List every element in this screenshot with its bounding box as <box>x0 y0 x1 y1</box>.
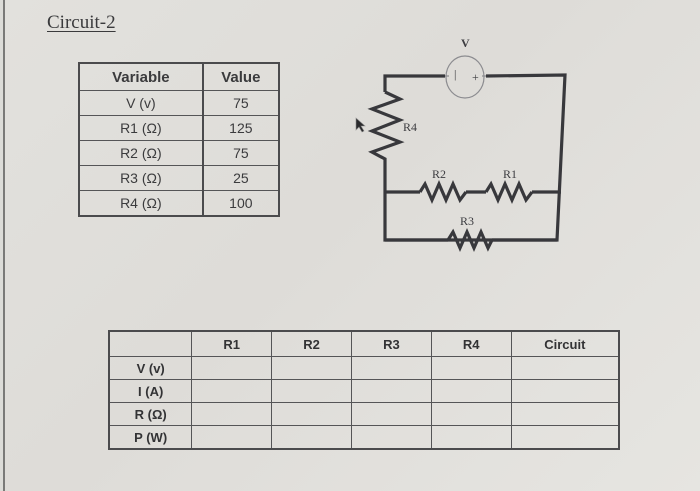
answer-cell <box>350 425 432 450</box>
circuit-wires <box>383 73 567 242</box>
table-header-row: Variable Value <box>78 62 280 91</box>
resistor-r3-label: R3 <box>460 214 474 228</box>
corner-header <box>108 330 193 357</box>
resistor-r2-icon <box>418 180 468 204</box>
page-title: Circuit-2 <box>47 12 116 33</box>
table-row: R1 (Ω) 125 <box>78 115 280 141</box>
table-row: P (W) <box>108 425 620 450</box>
table-row: R3 (Ω) 25 <box>78 165 280 191</box>
answer-cell <box>350 379 432 403</box>
column-header-r1: R1 <box>191 330 273 357</box>
row-label-current: I (A) <box>108 379 193 403</box>
answer-cell <box>430 379 512 403</box>
answer-cell <box>271 425 352 450</box>
answer-cell <box>350 402 432 426</box>
variable-cell: V (v) <box>78 90 204 116</box>
resistor-r4-icon <box>367 90 405 163</box>
resistor-r4-label: R4 <box>403 120 417 134</box>
source-plus-sign: + <box>472 70 479 84</box>
voltage-source-icon <box>445 55 486 99</box>
answer-cell <box>350 356 432 380</box>
answer-cell <box>510 402 620 426</box>
table-row: R2 (Ω) 75 <box>78 140 280 166</box>
answer-cell <box>271 356 352 380</box>
answer-cell <box>271 379 352 403</box>
answer-cell <box>430 402 512 426</box>
resistor-r3-icon <box>446 228 494 252</box>
answer-cell <box>191 402 273 426</box>
column-header-circuit: Circuit <box>510 330 620 357</box>
table-row: R4 (Ω) 100 <box>78 190 280 217</box>
answer-cell <box>430 356 512 380</box>
resistor-r1-label: R1 <box>503 167 517 181</box>
source-minus-sign: | <box>454 67 456 81</box>
table-row: R (Ω) <box>108 402 620 426</box>
column-header-value: Value <box>202 62 280 91</box>
variable-cell: R1 (Ω) <box>78 115 204 141</box>
column-header-r3: R3 <box>350 330 432 357</box>
column-header-variable: Variable <box>78 62 204 91</box>
table-row: V (v) 75 <box>78 90 280 116</box>
answer-cell <box>191 379 273 403</box>
row-label-resistance: R (Ω) <box>108 402 193 426</box>
table-row: V (v) <box>108 356 620 380</box>
resistor-r1-icon <box>484 180 534 204</box>
variable-cell: R3 (Ω) <box>78 165 204 191</box>
answer-cell <box>271 402 352 426</box>
column-header-r4: R4 <box>430 330 512 357</box>
row-label-power: P (W) <box>108 425 193 450</box>
answer-cell <box>191 425 273 450</box>
results-table: R1 R2 R3 R4 Circuit V (v) I (A) R (Ω) P … <box>108 330 620 450</box>
answer-cell <box>510 425 620 450</box>
answer-cell <box>191 356 273 380</box>
given-values-table: Variable Value V (v) 75 R1 (Ω) 125 R2 (Ω… <box>78 62 280 217</box>
source-label: V <box>461 36 470 50</box>
table-row: I (A) <box>108 379 620 403</box>
variable-cell: R4 (Ω) <box>78 190 204 217</box>
answer-cell <box>510 356 620 380</box>
value-cell: 75 <box>202 90 280 116</box>
value-cell: 75 <box>202 140 280 166</box>
value-cell: 125 <box>202 115 280 141</box>
value-cell: 100 <box>202 190 280 217</box>
row-label-voltage: V (v) <box>108 356 193 380</box>
resistor-r2-label: R2 <box>432 167 446 181</box>
mouse-cursor-icon <box>355 117 366 133</box>
value-cell: 25 <box>202 165 280 191</box>
column-header-r2: R2 <box>271 330 352 357</box>
answer-cell <box>430 425 512 450</box>
answer-cell <box>510 379 620 403</box>
table-header-row: R1 R2 R3 R4 Circuit <box>108 330 620 357</box>
variable-cell: R2 (Ω) <box>78 140 204 166</box>
